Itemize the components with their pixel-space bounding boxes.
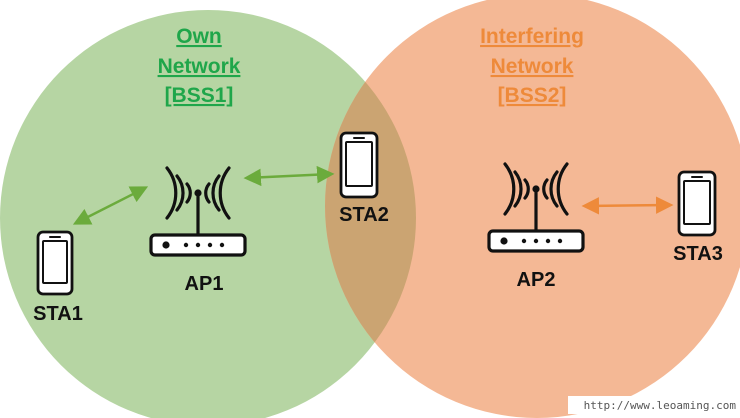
- interfering-network-title: Interfering Network [BSS2]: [480, 25, 584, 107]
- own-network-title-line-2: Network: [158, 55, 241, 78]
- ap2-wifi-router-icon: [487, 162, 585, 253]
- interfering-network-coverage: [325, 0, 740, 418]
- own-network-title: Own Network [BSS1]: [158, 25, 241, 107]
- ap2-sta3-link-arrow: [581, 196, 674, 215]
- ap1-sta2-link-arrow: [243, 165, 335, 187]
- own-network-coverage: [0, 10, 416, 418]
- sta2-label: STA2: [339, 204, 389, 226]
- sta1-smartphone-icon: [36, 230, 74, 296]
- ap2-label: AP2: [517, 269, 556, 291]
- interfering-network-title-line-2: Network: [491, 55, 574, 78]
- ap1-label: AP1: [185, 273, 224, 295]
- sta1-ap1-link-arrow: [72, 186, 149, 225]
- sta2-smartphone-icon: [339, 131, 379, 199]
- watermark-backdrop: [568, 396, 740, 414]
- ap1-wifi-router-icon: [149, 166, 247, 257]
- own-network-title-line-3: [BSS1]: [165, 84, 234, 107]
- own-network-title-line-1: Own: [176, 25, 222, 48]
- sta3-smartphone-icon: [677, 170, 717, 237]
- sta1-label: STA1: [33, 303, 83, 325]
- interfering-network-title-line-1: Interfering: [480, 25, 584, 48]
- watermark-text: http://www.leoaming.com: [584, 399, 737, 412]
- sta3-label: STA3: [673, 243, 723, 265]
- interfering-network-title-line-3: [BSS2]: [498, 84, 567, 107]
